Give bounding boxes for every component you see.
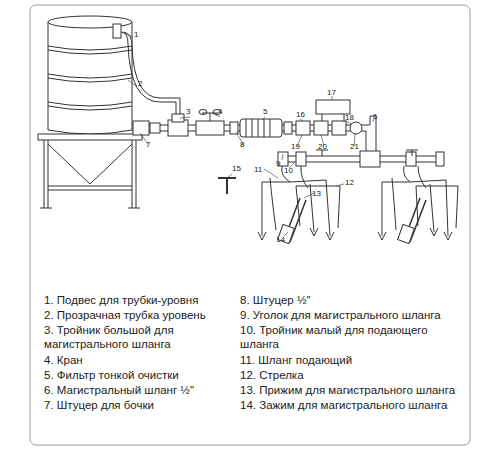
- callout-number: 12: [345, 179, 354, 187]
- callout-number: 2: [138, 80, 142, 88]
- distribution-line: [278, 150, 444, 167]
- level-tube: [124, 32, 180, 120]
- callout-number: 17: [327, 89, 336, 97]
- callout-number: 1: [134, 31, 138, 39]
- part-list-item: 6. Магистральный шланг ½": [44, 383, 194, 397]
- part-list-item: 9. Уголок для магистрального шланга: [240, 308, 441, 322]
- callout-number: 9: [276, 160, 280, 168]
- callout-number: 15: [232, 165, 241, 173]
- frame: [30, 5, 470, 445]
- callout-number: 19: [291, 143, 300, 151]
- main-line: [132, 100, 376, 160]
- part-list-item: 4. Кран: [44, 353, 83, 367]
- part-list-item: 13. Прижим для магистрального шланга: [240, 383, 455, 397]
- callout-number: 16: [296, 111, 305, 119]
- callout-number: 18: [345, 114, 354, 122]
- callout-number: 11: [254, 166, 262, 174]
- part-list-item: 1. Подвес для трубки-уровня: [44, 293, 198, 307]
- callout-number: 20: [318, 143, 327, 151]
- callout-number: 8: [240, 141, 244, 149]
- part-list-item: 12. Стрелка: [240, 368, 304, 382]
- level-tube: [121, 32, 176, 120]
- callout-number: 5: [263, 108, 267, 116]
- callout-number: 7: [146, 141, 150, 149]
- callout-number: 4: [218, 108, 222, 116]
- callout-number: 6: [373, 113, 377, 121]
- part-list-item: 10. Тройник малый для подающего шланга: [240, 323, 445, 352]
- emitter-stakes: [378, 166, 458, 244]
- part-list-item: 14. Зажим для магистрального шланга: [240, 398, 447, 412]
- leader-lines: [122, 32, 374, 236]
- callout-number: 14: [276, 236, 285, 244]
- part-list-item: 7. Штуцер для бочки: [44, 398, 154, 412]
- callout-number: 13: [312, 190, 321, 198]
- callout-number: 10: [284, 167, 293, 175]
- part-list-item: 5. Фильтр тонкой очистки: [44, 368, 179, 382]
- part-list-item: 8. Штуцер ½": [240, 293, 311, 307]
- emitter-stakes: [258, 166, 340, 244]
- part-list-item: 11. Шланг подающий: [240, 353, 352, 367]
- part-list-item: 3. Тройник большой для магистрального шл…: [44, 323, 194, 352]
- part-list-item: 2. Прозрачная трубка уровень: [44, 308, 206, 322]
- barrel: [48, 16, 132, 134]
- stake-part: [218, 178, 236, 194]
- callout-number: 21: [350, 143, 359, 151]
- stand: [38, 134, 142, 208]
- callout-number: 3: [186, 108, 190, 116]
